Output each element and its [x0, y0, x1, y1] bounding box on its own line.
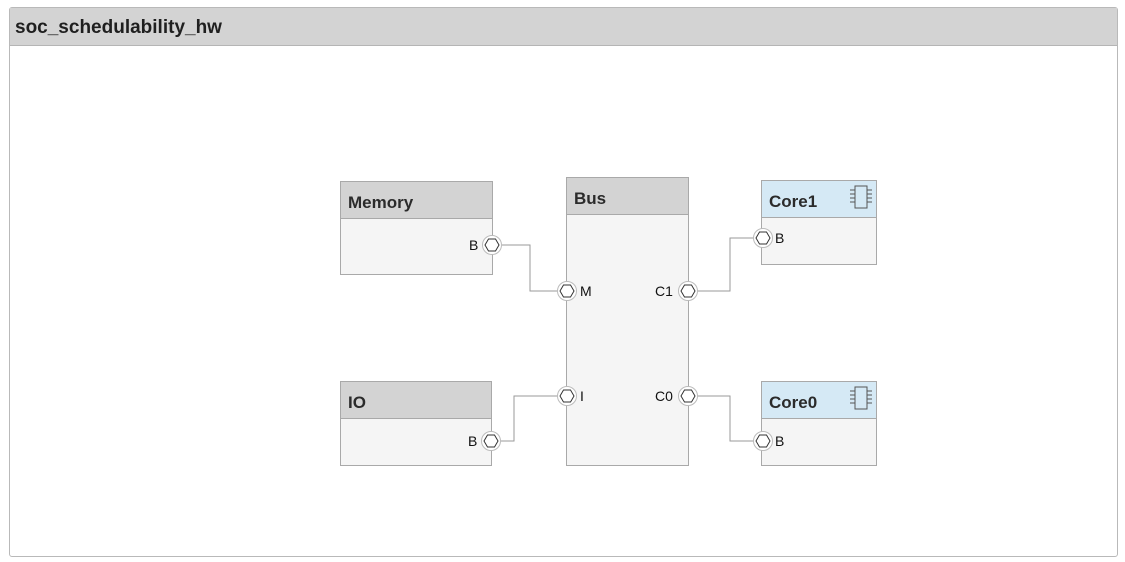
bus-port-c0[interactable]: [678, 386, 698, 406]
core1-block[interactable]: Core1: [761, 180, 877, 265]
processor-chip-icon: [850, 185, 872, 209]
core0-block-header: Core0: [762, 382, 876, 419]
bus-port-c1[interactable]: [678, 281, 698, 301]
core0-block-title: Core0: [769, 393, 818, 412]
bus-port-m[interactable]: [557, 281, 577, 301]
bus-port-m-label: M: [580, 283, 592, 299]
memory-port-b[interactable]: [482, 235, 502, 255]
io-block[interactable]: IO: [340, 381, 492, 466]
bus-block-header: Bus: [567, 178, 688, 215]
model-title: soc_schedulability_hw: [15, 17, 222, 38]
core1-port-b-label: B: [775, 230, 785, 246]
io-port-b[interactable]: [481, 431, 501, 451]
core0-port-b[interactable]: [753, 431, 773, 451]
bus-block-title: Bus: [574, 189, 607, 208]
io-block-title: IO: [348, 393, 366, 412]
memory-port-b-label: B: [469, 237, 479, 253]
io-port-b-label: B: [468, 433, 478, 449]
processor-chip-icon: [850, 386, 872, 410]
bus-port-i-label: I: [580, 388, 584, 404]
model-title-bar: soc_schedulability_hw: [10, 8, 1117, 46]
core1-block-title: Core1: [769, 192, 818, 211]
connector-bus-core1[interactable]: [697, 237, 754, 292]
bus-port-c0-label: C0: [655, 388, 673, 404]
memory-block[interactable]: Memory: [340, 181, 493, 275]
model-canvas: soc_schedulability_hw: [9, 7, 1118, 557]
bus-block[interactable]: Bus: [566, 177, 689, 466]
core0-port-b-label: B: [775, 433, 785, 449]
io-block-header: IO: [341, 382, 491, 419]
connector-memory-bus[interactable]: [502, 244, 558, 292]
connector-io-bus[interactable]: [501, 395, 558, 442]
memory-block-title: Memory: [348, 193, 414, 212]
bus-port-c1-label: C1: [655, 283, 673, 299]
core1-port-b[interactable]: [753, 228, 773, 248]
connector-bus-core0[interactable]: [697, 395, 754, 442]
core1-block-header: Core1: [762, 181, 876, 218]
memory-block-header: Memory: [341, 182, 492, 219]
core0-block[interactable]: Core0: [761, 381, 877, 466]
bus-port-i[interactable]: [557, 386, 577, 406]
